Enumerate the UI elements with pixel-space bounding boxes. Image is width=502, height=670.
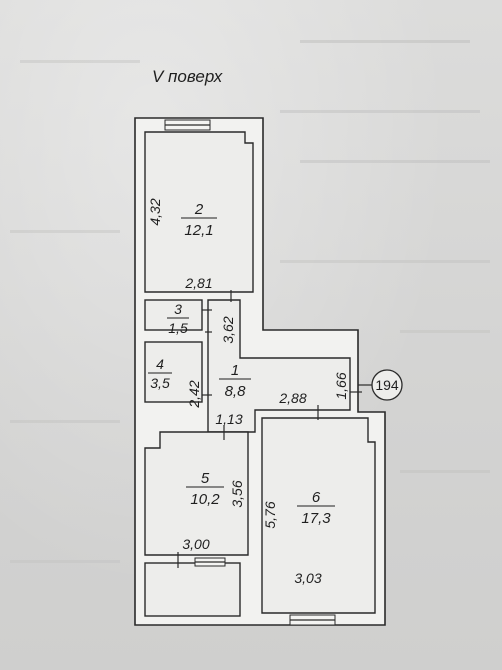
dim-3-62: 3,62 — [220, 316, 236, 343]
room-3 — [144, 299, 203, 331]
room-2-number: 2 — [194, 201, 204, 218]
room-6 — [261, 417, 376, 614]
dim-1-13: 1,13 — [215, 411, 242, 427]
window-top — [164, 119, 211, 131]
dim-2-42: 2,42 — [186, 380, 202, 408]
room-6-number: 6 — [312, 489, 321, 506]
dim-2-81: 2,81 — [184, 275, 212, 291]
room-5-area: 10,2 — [190, 491, 220, 508]
background-bleed-text — [10, 40, 490, 563]
dim-4-32: 4,32 — [147, 198, 163, 225]
floor-label: V поверх — [152, 67, 223, 86]
room-1-label: 1 8,8 — [219, 362, 251, 400]
dim-3-03: 3,03 — [294, 570, 321, 586]
dimension-ticks — [177, 290, 362, 568]
window-loggia — [194, 557, 226, 567]
room-1-area: 8,8 — [225, 383, 247, 400]
room-3-area: 1,5 — [168, 320, 188, 336]
room-4 — [144, 341, 203, 403]
room-4-area: 3,5 — [150, 375, 170, 391]
room-6-area: 17,3 — [301, 510, 331, 527]
room-4-label: 4 3,5 — [148, 356, 172, 391]
dim-2-88: 2,88 — [278, 390, 306, 406]
dim-3-00: 3,00 — [182, 536, 209, 552]
dim-3-56: 3,56 — [229, 480, 245, 507]
apartment-marker-number: 194 — [375, 377, 399, 393]
room-5 — [144, 431, 249, 556]
room-5-label: 5 10,2 — [186, 470, 224, 508]
window-bottom — [289, 614, 336, 626]
apartment-marker: 194 — [358, 369, 403, 401]
room-2 — [144, 131, 254, 293]
dim-1-66: 1,66 — [333, 372, 349, 399]
room-3-label: 3 1,5 — [167, 301, 189, 336]
room-2-area: 12,1 — [184, 222, 213, 239]
room-3-number: 3 — [174, 301, 182, 317]
dim-5-76: 5,76 — [262, 501, 278, 528]
loggia — [144, 562, 241, 617]
room-5-number: 5 — [201, 470, 210, 487]
room-4-number: 4 — [156, 356, 164, 372]
room-2-label: 2 12,1 — [181, 201, 217, 239]
room-1-number: 1 — [231, 362, 239, 379]
room-6-label: 6 17,3 — [297, 489, 335, 527]
